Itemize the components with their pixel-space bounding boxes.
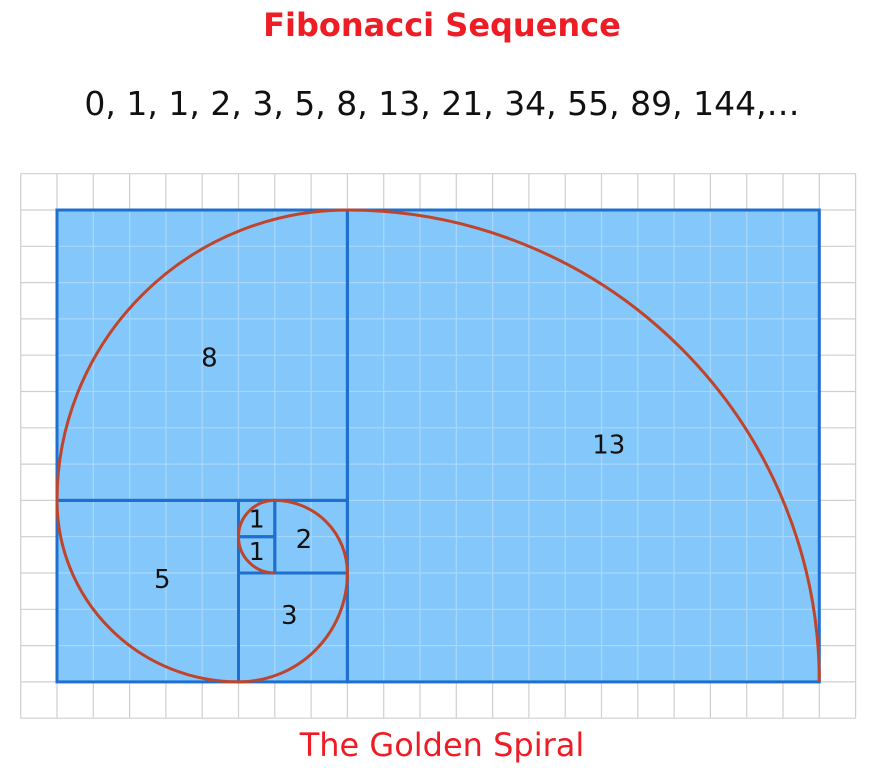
- square-label-8: 8: [201, 343, 218, 373]
- square-label-1a: 1: [249, 504, 265, 533]
- square-label-13: 13: [592, 430, 625, 460]
- square-label-2: 2: [296, 525, 313, 555]
- square-label-3: 3: [281, 601, 298, 631]
- diagram-caption: The Golden Spiral: [299, 726, 585, 764]
- diagram-title: Fibonacci Sequence: [263, 6, 621, 44]
- fibonacci-squares: [55, 208, 821, 684]
- sequence-text: 0, 1, 1, 2, 3, 5, 8, 13, 21, 34, 55, 89,…: [84, 84, 800, 123]
- square-label-5: 5: [154, 565, 171, 595]
- golden-spiral-curve: [55, 208, 821, 684]
- square-label-1b: 1: [249, 537, 265, 566]
- rectangle-fill: [57, 210, 820, 682]
- fibonacci-square-1b: [237, 535, 277, 575]
- square-labels: 13 8 5 3 2 1 1: [154, 343, 625, 631]
- rectangle-grid: [57, 210, 820, 682]
